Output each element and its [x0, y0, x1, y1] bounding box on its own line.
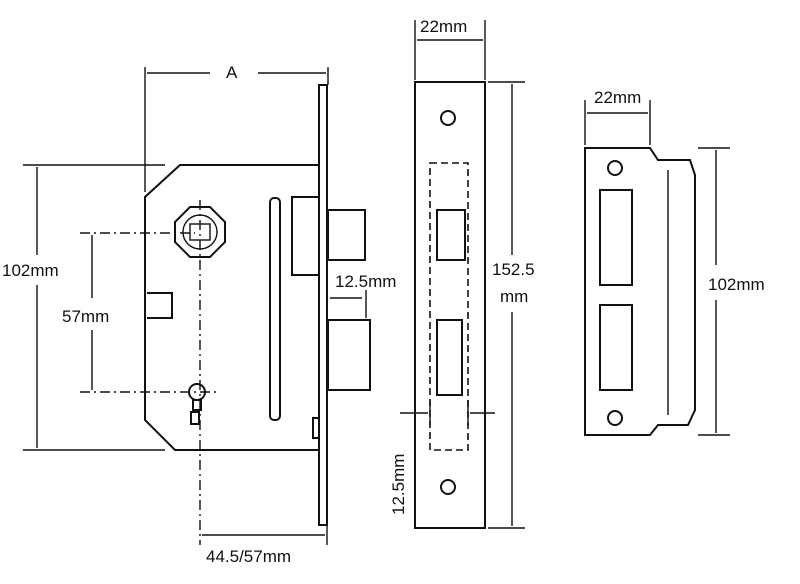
screw-icon — [607, 410, 623, 426]
lock-forend-edge — [318, 84, 328, 526]
body-height-label: 102mm — [2, 261, 59, 280]
forend-width-label: 22mm — [420, 17, 467, 36]
strike-plate: 22mm 102mm — [584, 88, 765, 436]
dimension-backset: 44.5/57mm — [202, 525, 328, 566]
dimension-bolt-throw: 12.5mm — [330, 272, 396, 318]
bolt-throw-label: 12.5mm — [335, 272, 396, 291]
dead-bolt — [327, 319, 371, 391]
forend-length-value: 152.5 — [492, 260, 535, 279]
screw-icon — [607, 160, 623, 176]
forend-plate: 22mm 152.5 mm 12.5mm — [389, 17, 535, 529]
dim-a-label: A — [226, 63, 238, 82]
screw-icon — [440, 479, 456, 495]
dimension-body-height: 102mm — [2, 164, 165, 451]
keyhole — [188, 383, 206, 425]
latch-bolt — [327, 209, 366, 261]
lock-body — [80, 84, 371, 545]
forend-length-unit: mm — [500, 287, 528, 306]
dimension-a: A — [144, 63, 329, 192]
latch-housing — [291, 196, 320, 276]
strike-width-label: 22mm — [594, 88, 641, 107]
slot — [269, 197, 281, 421]
dimension-centres: 57mm — [62, 235, 109, 390]
strike-height-label: 102mm — [708, 275, 765, 294]
centres-label: 57mm — [62, 307, 109, 326]
backset-label: 44.5/57mm — [206, 547, 291, 566]
screw-icon — [440, 110, 456, 126]
side-notch — [147, 292, 173, 319]
forend-offset-label: 12.5mm — [389, 454, 408, 515]
